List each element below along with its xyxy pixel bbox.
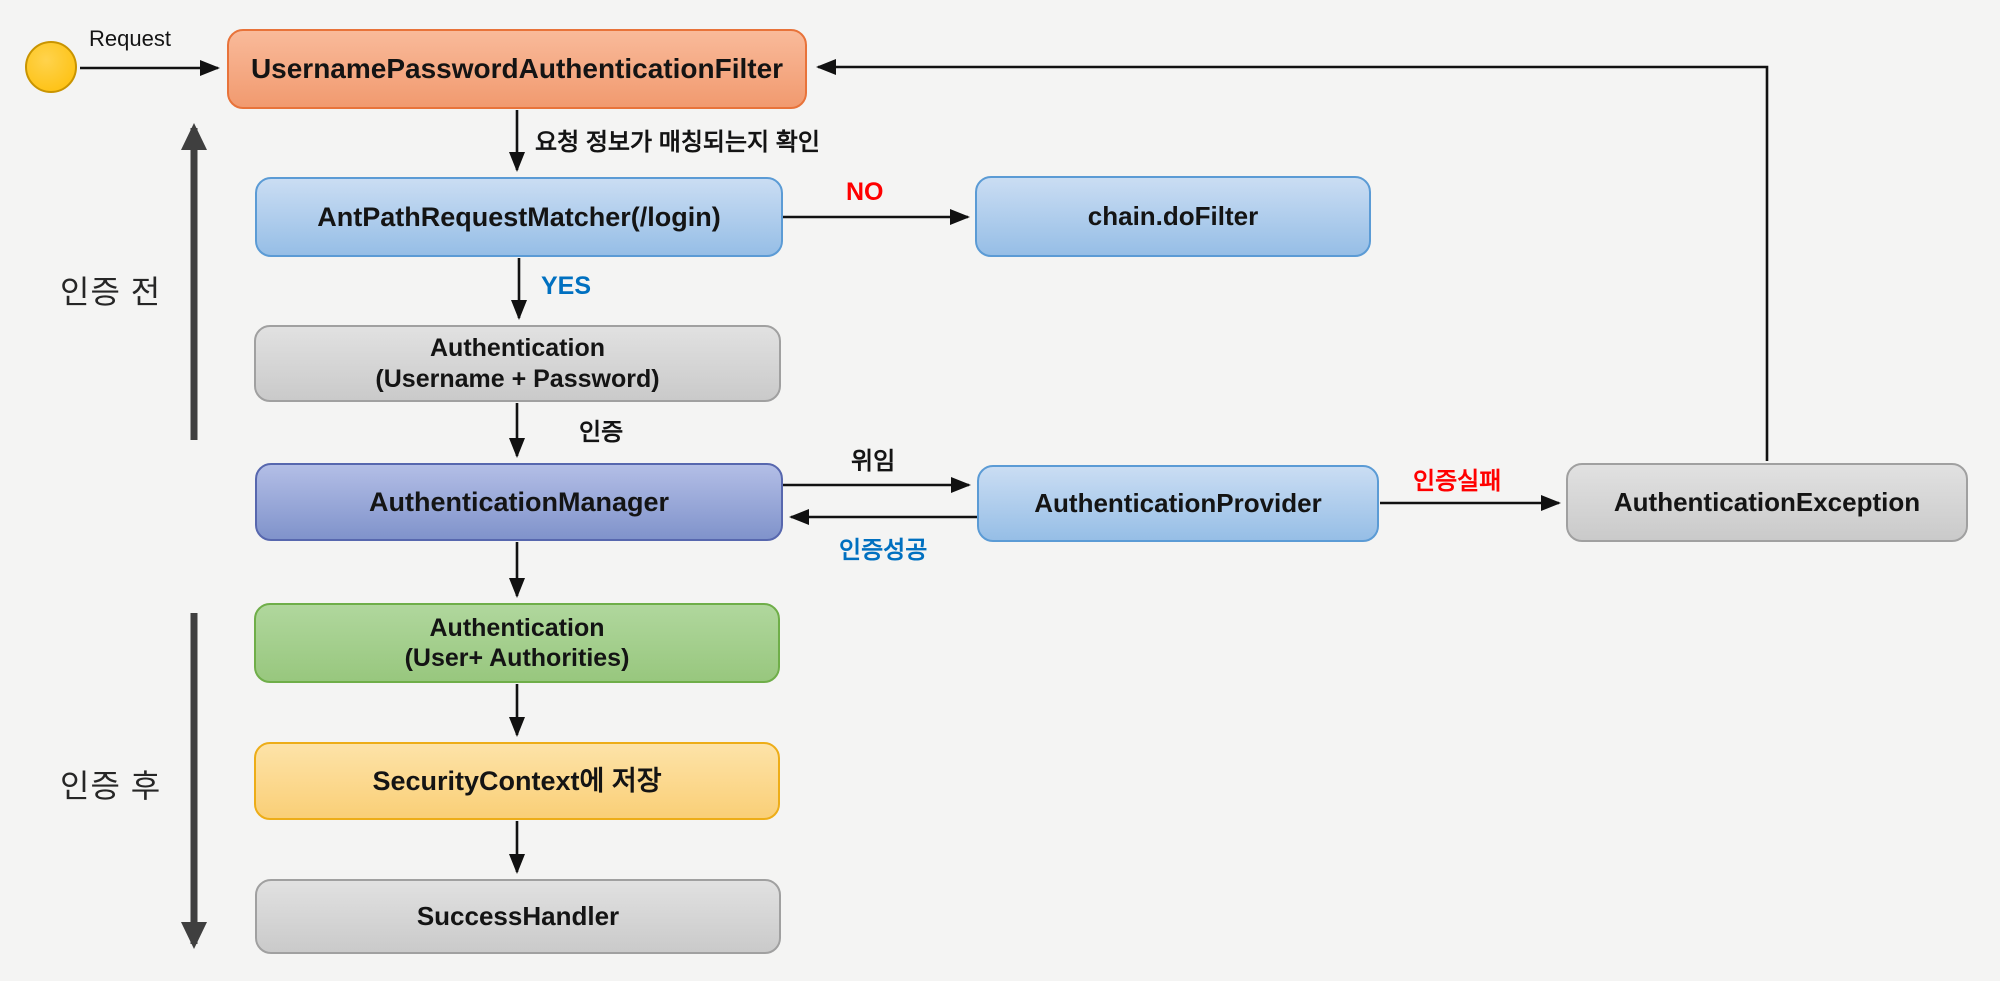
edge-label-delegate: 위임	[851, 448, 896, 475]
node-label: chain.doFilter	[1087, 200, 1259, 231]
edge-label-request: Request	[89, 26, 171, 51]
edge-label-yes: YES	[541, 272, 592, 300]
node-label-line2: (User+ Authorities)	[404, 644, 630, 672]
node-label: AuthenticationManager	[368, 486, 670, 517]
node-label-line1: Authentication	[430, 334, 605, 362]
node-label: SuccessHandler	[416, 900, 620, 931]
node-success-handler: SuccessHandler	[255, 879, 781, 954]
side-label-after-auth: 인증 후	[60, 768, 162, 804]
side-label-before-auth: 인증 전	[60, 274, 162, 310]
node-label: AuthenticationException	[1613, 486, 1921, 517]
node-authentication-provider: AuthenticationProvider	[977, 465, 1379, 542]
node-authentication-manager: AuthenticationManager	[255, 463, 783, 541]
start-node-circle	[25, 41, 77, 93]
node-label: AntPathRequestMatcher(/login)	[317, 201, 721, 232]
node-ant-path-request-matcher: AntPathRequestMatcher(/login)	[255, 177, 783, 257]
edge-label-auth-success: 인증성공	[839, 537, 928, 564]
node-chain-dofilter: chain.doFilter	[975, 176, 1371, 257]
edge-label-match-check: 요청 정보가 매칭되는지 확인	[535, 129, 820, 156]
edge-label-no: NO	[846, 178, 884, 206]
edge-label-auth-fail: 인증실패	[1413, 468, 1502, 495]
node-authentication-exception: AuthenticationException	[1566, 463, 1968, 542]
node-username-password-authentication-filter: UsernamePasswordAuthenticationFilter	[227, 29, 807, 109]
node-label-line1: Authentication	[429, 613, 605, 642]
node-label: UsernamePasswordAuthenticationFilter	[250, 52, 784, 84]
node-authentication-user-authorities: Authentication (User+ Authorities)	[254, 603, 780, 683]
node-label: AuthenticationProvider	[1034, 487, 1322, 518]
edge-label-authenticate: 인증	[579, 419, 624, 446]
arrow-exception-to-filter	[816, 59, 1769, 461]
node-label: SecurityContext 에 저장	[372, 765, 661, 798]
node-authentication-username-password: Authentication (Username + Password)	[254, 325, 781, 402]
node-label-line2: (Username + Password)	[375, 364, 660, 393]
node-label-suffix: 에 저장	[579, 765, 662, 796]
node-security-context-store: SecurityContext 에 저장	[254, 742, 780, 820]
node-label-strong: SecurityContext	[372, 765, 580, 796]
